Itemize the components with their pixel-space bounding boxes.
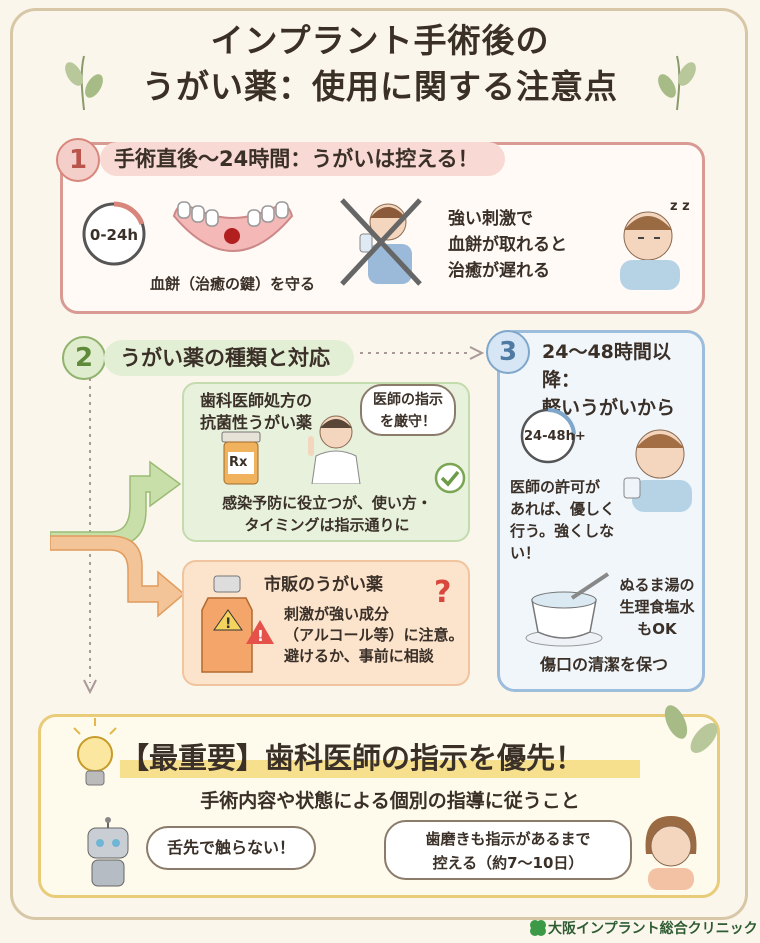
section-3-alt-line-3: もOK [637, 620, 677, 638]
warning-triangle-icon: ! [246, 620, 274, 645]
tired-person-icon [620, 211, 680, 290]
title-line-2: うがい薬：使用に関する注意点 [142, 67, 618, 106]
warning-line-2: 血餅が取れると [448, 235, 567, 255]
clinic-name: 大阪インプラント総合クリニック [548, 921, 758, 937]
priority-headline: 【最重要】歯科医師の指示を優先！ [120, 738, 640, 778]
clover-logo-icon [530, 920, 546, 936]
tongue-warning-bubble: 舌先で触らない！ [146, 826, 316, 870]
section-3-heading: 24～48時間以降： 軽いうがいから [542, 338, 702, 422]
rx-label: Rx [229, 455, 248, 470]
branch-arrows-icon [50, 460, 186, 618]
section-3-alt: ぬるま湯の 生理食塩水 もOK [612, 574, 702, 640]
clock-icon-24-48 [520, 407, 576, 464]
title-line-1: インプラント手術後の [210, 21, 550, 60]
sleep-zz-icon: z z [670, 199, 690, 214]
otc-body: 刺激が強い成分 （アルコール等）に注意。 避けるか、事前に相談 [284, 604, 466, 667]
doctor-speech-bubble: 医師の指示 を厳守！ [360, 384, 456, 436]
brushing-bubble-line-1: 歯磨きも指示があるまで [425, 830, 591, 848]
brushing-bubble-line-2: 控える（約7～10日） [432, 854, 584, 872]
prescription-title-line-2: 抗菌性うがい薬 [200, 413, 313, 432]
clot-caption: 血餅（治癒の鍵）を守る [150, 275, 316, 293]
prescription-title: 歯科医師処方の 抗菌性うがい薬 [200, 390, 340, 434]
section-3-heading-line-1: 24～48時間以降： [542, 341, 671, 391]
gargling-person-crossed-icon [340, 198, 422, 286]
otc-title: 市販のうがい薬 [264, 575, 383, 595]
dotted-arrow-right-icon [360, 346, 485, 360]
doctor-icon [308, 415, 361, 484]
section-3-body-line-3: 行う。強くしな [510, 522, 615, 540]
leaf-right-icon [658, 55, 696, 111]
dotted-arrow-down-icon [83, 378, 97, 695]
pill-bottle-icon [221, 431, 261, 485]
rinsing-person-icon [623, 429, 692, 512]
otc-body-line-2: （アルコール等）に注意。 [284, 626, 464, 644]
leaves-decor-icon [664, 705, 718, 753]
priority-subtext: 手術内容や状態による個別の指導に従うこと [200, 790, 580, 812]
warning-line-1: 強い刺激で [448, 209, 533, 229]
brushing-warning-bubble: 歯磨きも指示があるまで 控える（約7～10日） [384, 820, 632, 880]
warning-text: 強い刺激で 血餅が取れると 治癒が遅れる [448, 206, 588, 284]
mouthwash-bottle-icon: ! [201, 575, 253, 673]
question-mark-icon: ? [434, 575, 451, 610]
warning-line-3: 治癒が遅れる [448, 261, 550, 281]
otc-body-line-3: 避けるか、事前に相談 [284, 647, 434, 665]
svg-text:!: ! [257, 627, 264, 645]
section-3-body-line-1: 医師の許可が [510, 478, 601, 496]
doctor-bubble-line-2: を厳守！ [380, 414, 436, 430]
section-3-heading-line-2: 軽いうがいから [542, 397, 676, 419]
page-frame [10, 8, 748, 920]
section-3-caption: 傷口の清潔を保つ [539, 655, 668, 674]
woman-icon [645, 816, 697, 890]
prescription-title-line-1: 歯科医師処方の [200, 391, 313, 410]
section-3-body: 医師の許可が あれば、優しく 行う。強くしな い！ [510, 476, 622, 564]
section-2-heading: うがい薬の種類と対応 [104, 340, 354, 376]
clock-label-24-48: 24-48h+ [524, 429, 586, 444]
section-1-number: 1 [56, 138, 100, 182]
section-3-body-line-4: い！ [510, 544, 541, 562]
prescription-body-line-2: タイミングは指示通りに [244, 516, 410, 534]
svg-text:!: ! [225, 616, 231, 632]
light-bulb-icon [73, 718, 117, 786]
page-title: インプラント手術後の うがい薬：使用に関する注意点 [0, 18, 760, 110]
section-1-heading: 手術直後～24時間：うがいは控える！ [100, 142, 505, 176]
section-3-alt-line-2: 生理食塩水 [619, 598, 695, 616]
leaf-left-icon [65, 55, 103, 111]
svg-text:?: ? [434, 575, 451, 610]
section-3-body-line-2: あれば、優しく [510, 500, 616, 518]
robot-icon [87, 817, 129, 887]
otc-body-line-1: 刺激が強い成分 [284, 605, 390, 623]
doctor-bubble-line-1: 医師の指示 [373, 392, 443, 408]
prescription-body-line-1: 感染予防に役立つが、使い方・ [222, 494, 432, 512]
section-3-number: 3 [486, 330, 530, 374]
cup-and-spoon-icon [525, 572, 610, 647]
section-3-alt-line-1: ぬるま湯の [619, 576, 695, 594]
clock-icon [82, 201, 146, 266]
checkmark-icon [434, 462, 466, 494]
section-3-box [497, 330, 705, 692]
prescription-body: 感染予防に役立つが、使い方・ タイミングは指示通りに [192, 492, 462, 536]
clock-label-0-24: 0-24h [89, 226, 139, 244]
teeth-icon [172, 201, 294, 252]
section-2-number: 2 [62, 336, 106, 380]
